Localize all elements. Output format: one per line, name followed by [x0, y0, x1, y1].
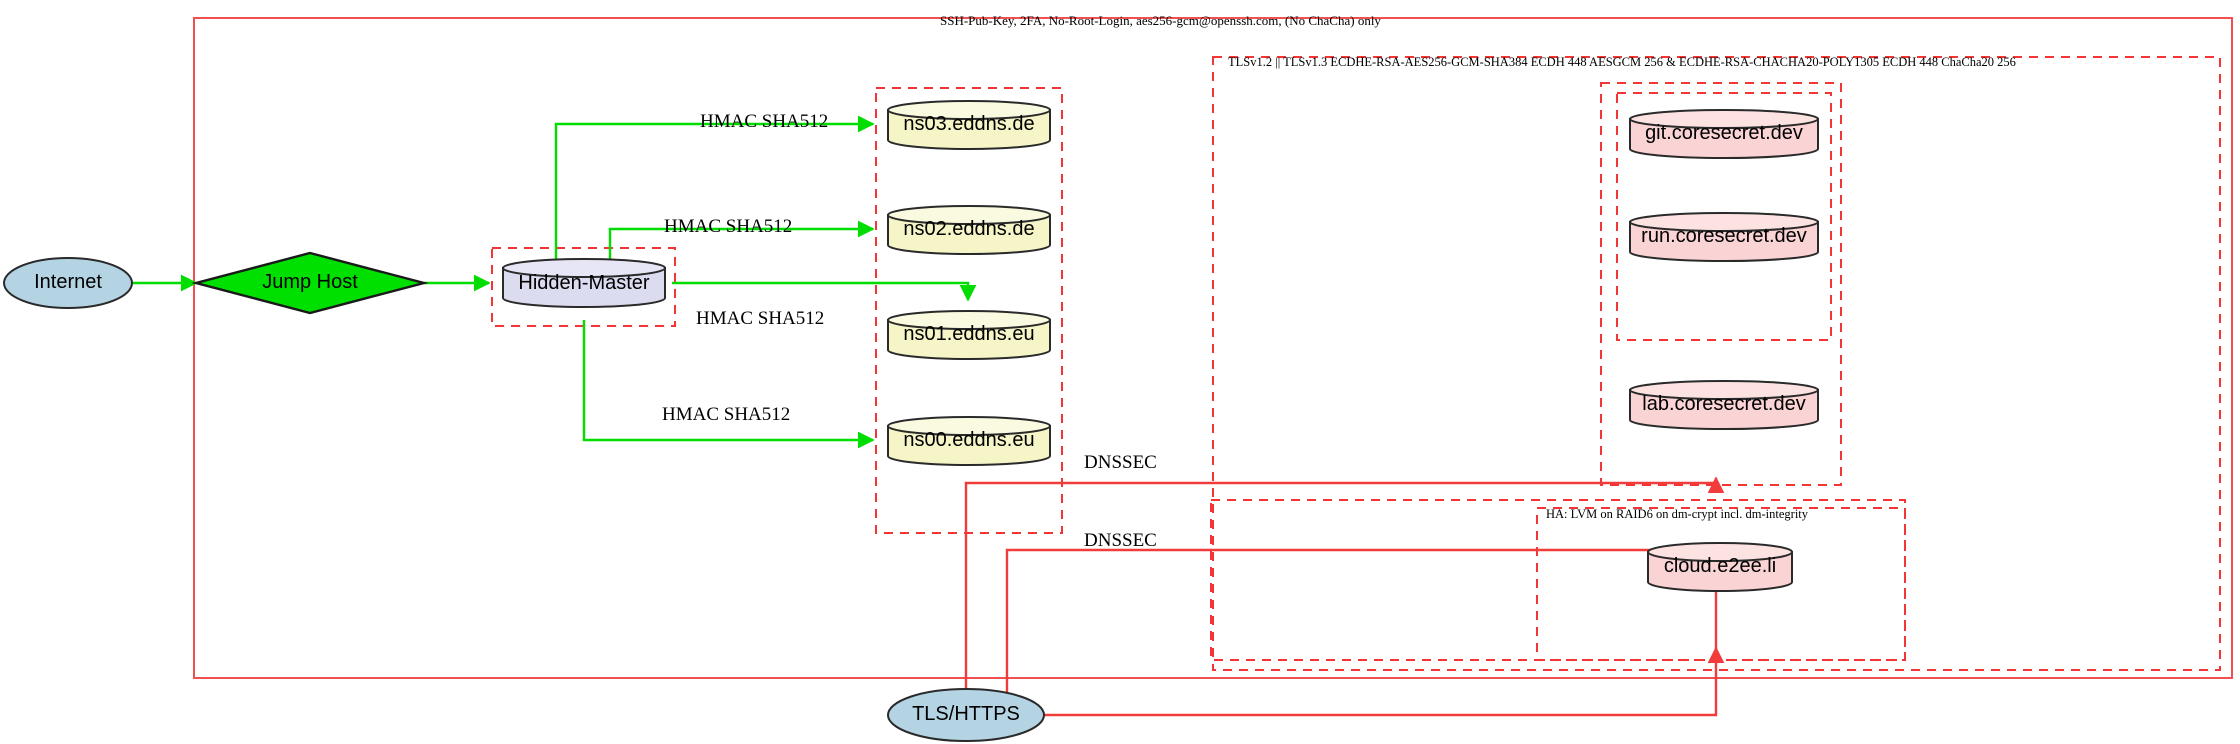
- edge-hidden-master-to-ns02: [608, 220, 875, 263]
- edge-hidden-master-to-ns01: [672, 281, 977, 302]
- node-ns02[interactable]: [887, 205, 1051, 255]
- edge-label-hmac-ns03: HMAC SHA512: [700, 111, 829, 132]
- node-run-coresecret-dev[interactable]: [1629, 212, 1819, 262]
- node-cloud-e2ee-li[interactable]: [1647, 542, 1793, 592]
- node-ns01[interactable]: [887, 310, 1051, 360]
- node-ns03[interactable]: [887, 100, 1051, 150]
- edge-label-hmac-ns00: HMAC SHA512: [662, 404, 791, 425]
- node-git-coresecret-dev[interactable]: [1629, 109, 1819, 159]
- edge-dnssec-to-ha-zone: [1005, 548, 1718, 700]
- node-internet[interactable]: [3, 257, 133, 309]
- edge-label-dnssec-app: DNSSEC: [1084, 452, 1157, 473]
- boundary-tls-zone-label: TLSv1.2 || TLSv1.3 ECDHE-RSA-AES256-GCM-…: [1228, 55, 2016, 69]
- node-tls-https[interactable]: [887, 688, 1045, 742]
- node-ns00[interactable]: [887, 416, 1051, 466]
- boundary-ssh-zone-label: SSH-Pub-Key, 2FA, No-Root-Login, aes256-…: [940, 13, 1381, 28]
- edge-hidden-master-to-ns00: [582, 320, 875, 449]
- boundary-ssh-zone: [193, 17, 2233, 679]
- node-lab-coresecret-dev[interactable]: [1629, 380, 1819, 430]
- boundary-dns-zone: [875, 87, 1063, 534]
- edge-label-hmac-ns02: HMAC SHA512: [664, 216, 793, 237]
- edge-label-dnssec-ha: DNSSEC: [1084, 530, 1157, 551]
- edge-tls-https-to-boundary: [1044, 660, 1718, 717]
- edge-label-hmac-ns01: HMAC SHA512: [696, 308, 825, 329]
- boundary-ha-zone: [1210, 499, 1906, 661]
- node-jump-host[interactable]: [191, 251, 429, 315]
- edge-hidden-master-to-ns03: [554, 115, 875, 263]
- boundary-tls-zone: [1212, 56, 2221, 671]
- boundary-app-zone-inner: [1616, 92, 1832, 341]
- boundary-app-zone-outer: [1600, 82, 1842, 486]
- node-hidden-master[interactable]: [502, 258, 666, 308]
- edge-dnssec-to-app-zone: [964, 476, 1725, 710]
- boundary-ha-zone-label: HA: LVM on RAID6 on dm-crypt incl. dm-in…: [1546, 507, 1809, 521]
